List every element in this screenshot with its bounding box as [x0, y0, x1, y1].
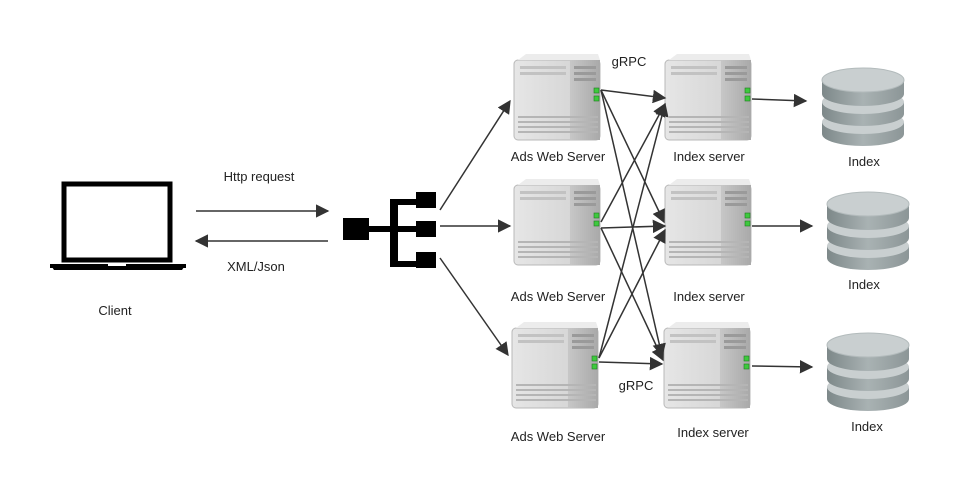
web-server-1-icon [513, 53, 601, 141]
index-server-2-label: Index server [673, 289, 745, 304]
web-server-3-label: Ads Web Server [510, 429, 606, 444]
web-server-2-icon [513, 178, 601, 266]
index-db-3-label: Index [851, 419, 883, 434]
index-server-2-icon [664, 178, 752, 266]
web-server-3-icon [511, 321, 599, 409]
http-request-label: Http request [223, 169, 295, 184]
grpc-arrow-w1-i3 [600, 89, 666, 358]
grpc-arrow-w3-i2 [598, 228, 666, 359]
grpc-arrow-w3-i3 [598, 356, 664, 371]
grpc-arrow-w2-i1 [600, 102, 666, 223]
grpc-arrow-w1-i2 [600, 89, 665, 224]
laptop-icon [50, 181, 186, 270]
index-db-2-icon [826, 191, 910, 271]
balancer-to-web-1-arrow [439, 99, 511, 211]
index-server-3-to-db-arrow [751, 360, 814, 374]
client-label: Client [98, 303, 132, 318]
grpc-arrow-w1-i1 [600, 89, 667, 104]
web-server-1-label: Ads Web Server [510, 149, 606, 164]
index-server-1-label: Index server [673, 149, 745, 164]
grpc-mesh [598, 89, 669, 371]
grpc-top-label: gRPC [611, 54, 647, 69]
index-server-3-label: Index server [677, 425, 749, 440]
grpc-bottom-label: gRPC [618, 378, 654, 393]
index-db-1-icon [821, 67, 905, 147]
index-db-2-label: Index [848, 277, 880, 292]
index-db-1-label: Index [848, 154, 880, 169]
web-server-2-label: Ads Web Server [510, 289, 606, 304]
index-server-1-icon [664, 53, 752, 141]
load-balancer-icon [343, 192, 436, 268]
index-server-3-icon [663, 321, 751, 409]
index-db-3-icon [826, 332, 910, 412]
response-label: XML/Json [227, 259, 285, 274]
balancer-to-web-3-arrow [439, 257, 509, 357]
index-server-1-to-db-arrow [751, 93, 808, 108]
grpc-arrow-w3-i1 [598, 102, 669, 359]
